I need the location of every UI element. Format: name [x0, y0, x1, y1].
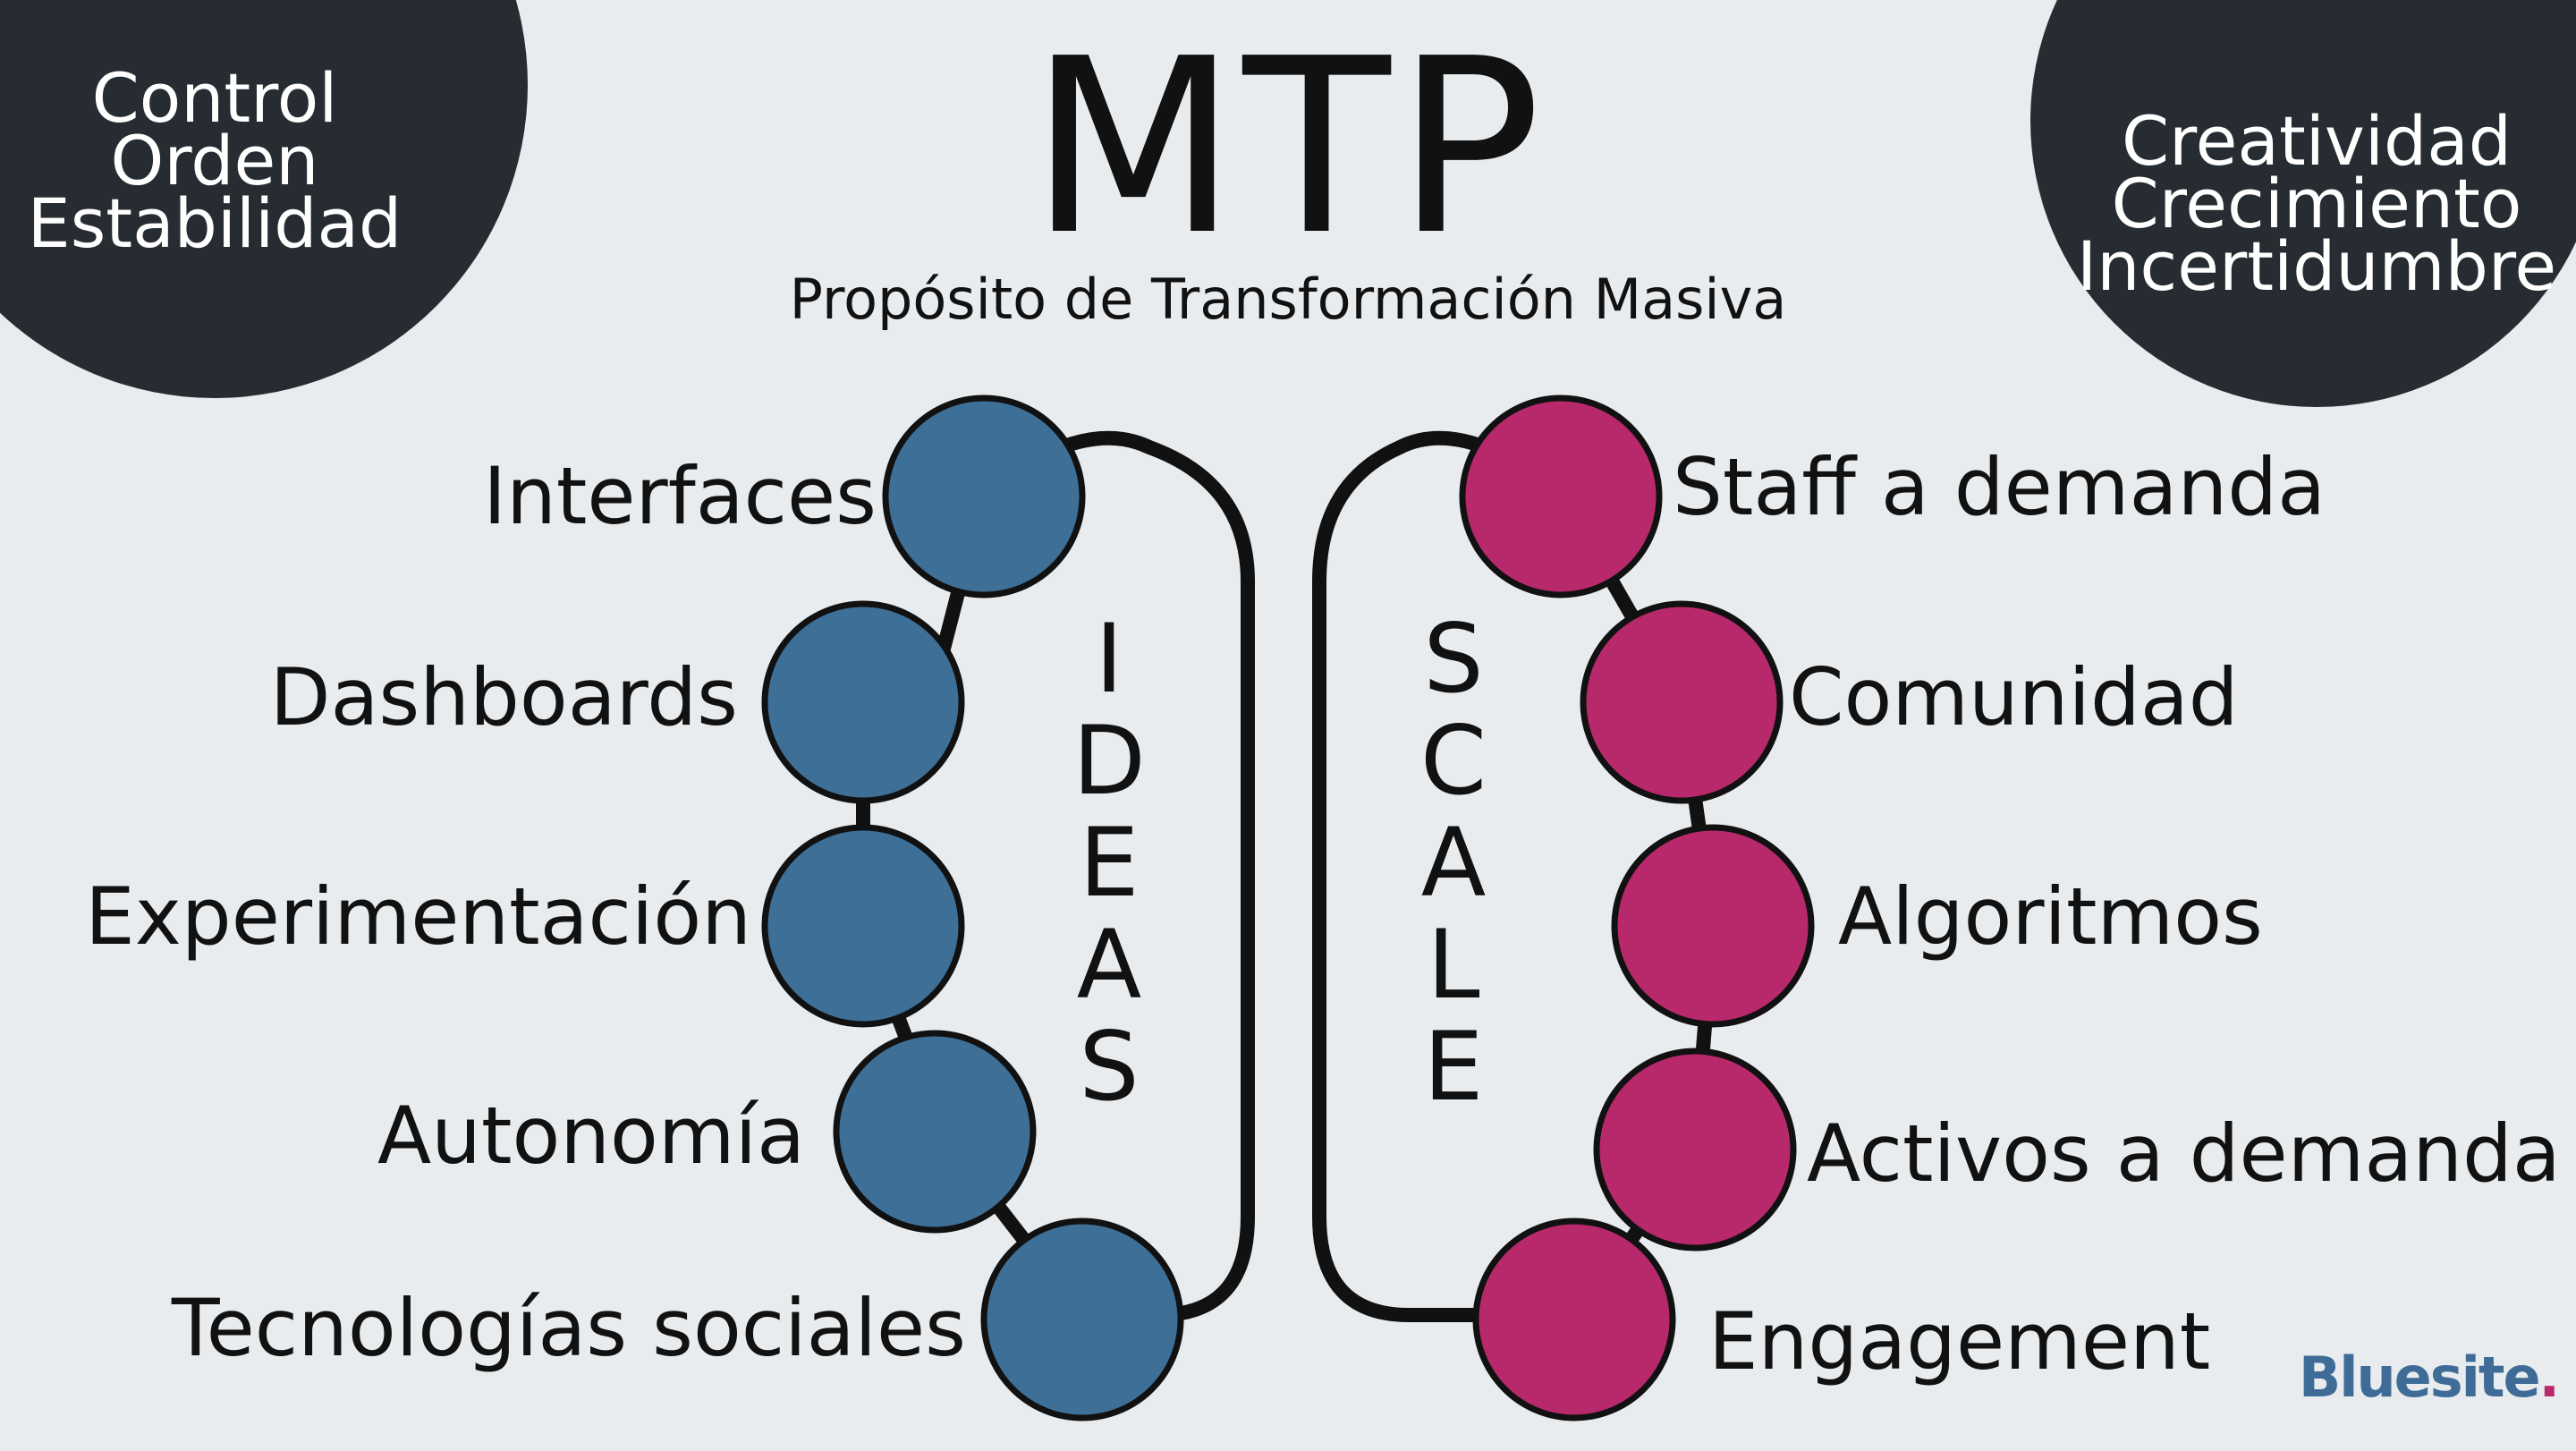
scale-letter-4: L: [1427, 910, 1480, 1020]
scale-vertical-word: S C A L E: [1400, 608, 1507, 1118]
scale-circle-activos: [1593, 1048, 1797, 1252]
ideas-vertical-word: I D E A S: [1055, 608, 1163, 1118]
scale-label-algoritmos: Algoritmos: [1838, 870, 2263, 963]
scale-letter-5: E: [1423, 1012, 1484, 1122]
scale-label-activos: Activos a demanda: [1807, 1107, 2561, 1200]
ideas-letter-5: S: [1079, 1012, 1140, 1122]
scale-circle-staff: [1459, 395, 1663, 598]
corner-left-line-3: Estabilidad: [27, 183, 402, 263]
ideas-circle-experimentacion: [761, 824, 965, 1028]
ideas-label-dashboards: Dashboards: [269, 651, 738, 743]
scale-label-comunidad: Comunidad: [1789, 651, 2239, 743]
ideas-letter-4: A: [1076, 910, 1142, 1020]
ideas-circle-tecnologias-sociales: [980, 1218, 1184, 1421]
ideas-label-autonomia: Autonomía: [377, 1090, 805, 1182]
corner-left-line-2: Orden: [110, 121, 319, 200]
corner-right-line-1: Creatividad: [2121, 100, 2512, 181]
ideas-label-interfaces: Interfaces: [483, 450, 877, 542]
ideas-circle-interfaces: [882, 395, 1086, 598]
corner-right-line-2: Crecimiento: [2111, 163, 2522, 243]
scale-letter-2: C: [1419, 706, 1487, 816]
corner-left-line-1: Control: [91, 58, 338, 138]
ideas-label-experimentacion: Experimentación: [85, 870, 751, 963]
page-title: MTP: [1029, 6, 1547, 288]
ideas-letter-3: E: [1079, 808, 1140, 918]
scale-circle-algoritmos: [1611, 824, 1815, 1028]
scale-label-staff: Staff a demanda: [1673, 441, 2326, 533]
ideas-label-tecnologias-sociales: Tecnologías sociales: [171, 1282, 966, 1374]
bluesite-logo: Bluesite.: [2299, 1345, 2561, 1410]
ideas-circle-dashboards: [761, 600, 965, 804]
scale-circle-comunidad: [1580, 600, 1784, 804]
page-subtitle: Propósito de Transformación Masiva: [789, 267, 1787, 332]
corner-circle-left: Control Orden Estabilidad: [0, 0, 528, 398]
ideas-letter-2: D: [1072, 706, 1146, 816]
scale-letter-3: A: [1420, 808, 1487, 918]
scale-letter-1: S: [1423, 604, 1484, 714]
ideas-circle-autonomia: [833, 1030, 1037, 1234]
logo-dot: .: [2538, 1345, 2561, 1410]
scale-label-engagement: Engagement: [1708, 1295, 2211, 1387]
corner-right-line-3: Incertidumbre: [2076, 225, 2557, 306]
ideas-letter-1: I: [1095, 604, 1123, 714]
logo-text: Bluesite: [2299, 1345, 2541, 1410]
scale-circle-engagement: [1472, 1218, 1676, 1421]
